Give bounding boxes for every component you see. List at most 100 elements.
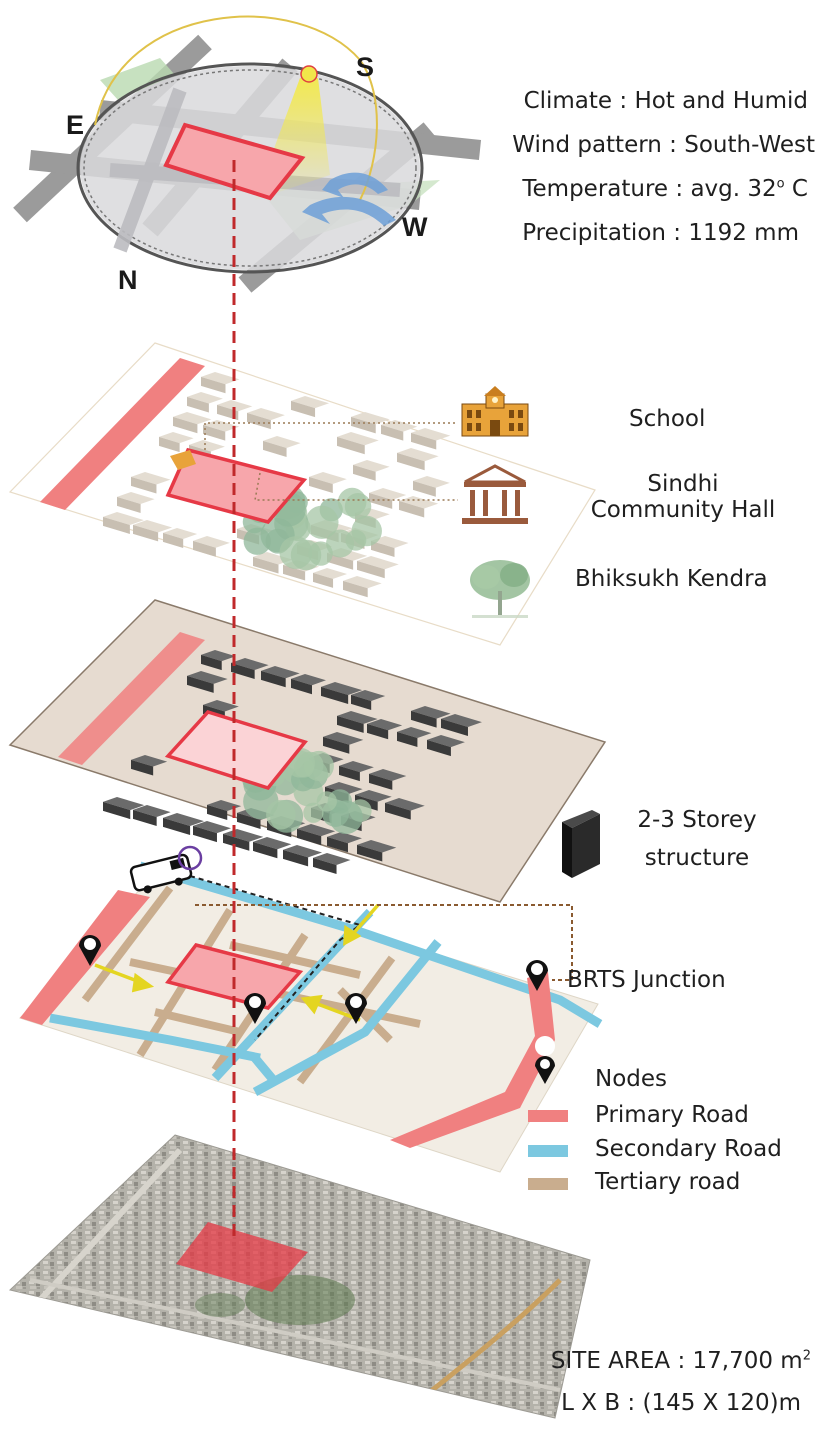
context-building [103, 512, 144, 534]
context-building [411, 706, 451, 728]
compass-ring [76, 62, 424, 274]
tree-canopy [345, 529, 367, 551]
site-plot-buildings [164, 709, 308, 791]
context-building [323, 732, 364, 754]
context-building [371, 536, 409, 557]
context-building [399, 496, 439, 518]
context-building [261, 666, 300, 688]
road-legend [528, 1036, 568, 1190]
bus-stop-marker-icon [177, 845, 203, 871]
node-pins [79, 935, 548, 1024]
green-patch [100, 58, 175, 100]
secondary-roads [49, 861, 603, 1096]
node-pin-icon [526, 960, 548, 991]
storey-block-icon [562, 810, 600, 878]
brts-junction-label: BRTS Junction [567, 967, 726, 993]
tree-canopy [305, 505, 339, 539]
context-building [313, 853, 351, 874]
compass-east-label: E [66, 110, 85, 140]
context-building [203, 420, 240, 441]
tree-canopy [337, 487, 367, 517]
context-building [337, 432, 379, 455]
legend-swatch-primary [528, 1110, 568, 1122]
context-building [193, 536, 230, 557]
context-building [131, 755, 168, 776]
context-building [117, 492, 155, 513]
context-building [441, 714, 482, 736]
site-area-text: SITE AREA : 17,700 m2 [550, 1348, 811, 1374]
compass-west-label: W [402, 212, 428, 242]
storey-label: 2-3 Storey structure [637, 807, 757, 871]
temperature-text: Temperature : avg. 32o C [522, 176, 808, 202]
tree-canopy [316, 791, 337, 812]
landmark-layer [8, 342, 596, 646]
sun-icon [300, 65, 318, 83]
brts-leader-line [195, 904, 573, 981]
context-building [367, 719, 403, 740]
context-building [343, 576, 382, 598]
context-building [187, 392, 223, 413]
context-building [369, 769, 407, 790]
leader-lines [204, 422, 458, 501]
legend-label-nodes: Nodes [595, 1066, 668, 1092]
context-building [163, 528, 198, 548]
bhiksukh-kendra-label: Bhiksukh Kendra [575, 566, 768, 592]
site-plot-landmark [165, 447, 308, 524]
context-building [163, 813, 205, 836]
site-plot-roads [165, 943, 304, 1010]
legend-node-pin-icon [535, 1036, 556, 1084]
context-building [297, 824, 336, 846]
satellite-layer [8, 1134, 591, 1419]
road-layer [19, 845, 603, 1173]
context-building [291, 674, 327, 695]
context-building [339, 761, 374, 782]
context-building [159, 432, 194, 453]
context-building [369, 488, 407, 509]
context-building [103, 797, 145, 820]
context-building [427, 735, 465, 757]
context-building [351, 690, 386, 710]
legend-swatch-tertiary [528, 1178, 568, 1190]
community-hall-label: Sindhi Community Hall [590, 471, 776, 524]
context-building [327, 832, 362, 853]
tree-icon [470, 560, 530, 618]
node-pin-icon [79, 935, 101, 966]
school-icon [461, 386, 529, 437]
node-pin-icon [244, 993, 266, 1024]
compass-south-label: S [356, 52, 375, 82]
context-building [201, 372, 240, 394]
context-building [337, 711, 378, 733]
context-building [397, 727, 432, 748]
access-arrows [94, 903, 380, 1022]
context-building [351, 412, 390, 434]
context-building [247, 408, 285, 430]
legend-swatch-secondary [528, 1145, 568, 1157]
context-building [357, 840, 397, 862]
tree-canopy [303, 750, 334, 782]
wind-pattern-text: Wind pattern : South-West [512, 132, 815, 158]
context-building [133, 520, 173, 542]
site-plot-satellite [176, 1222, 308, 1292]
context-building [381, 420, 418, 441]
context-building [413, 476, 450, 497]
context-building [357, 556, 399, 579]
context-building [253, 837, 292, 859]
community-hall-icon [462, 464, 528, 524]
climate-layer [13, 15, 482, 293]
legend-label-primary: Primary Road [595, 1102, 749, 1128]
context-building [193, 821, 231, 843]
node-pin-icon [345, 993, 367, 1024]
site-dimensions-text: L X B : (145 X 120)m [561, 1390, 801, 1416]
context-building [309, 472, 347, 494]
tree-canopy [329, 800, 363, 835]
context-building [291, 396, 330, 418]
tree-canopy [308, 541, 333, 566]
context-building [201, 650, 236, 671]
context-building [283, 845, 323, 867]
compass-north-label: N [118, 265, 138, 295]
primary-road-strip [40, 358, 205, 510]
tree-canopy [266, 799, 296, 830]
context-building [187, 671, 228, 693]
